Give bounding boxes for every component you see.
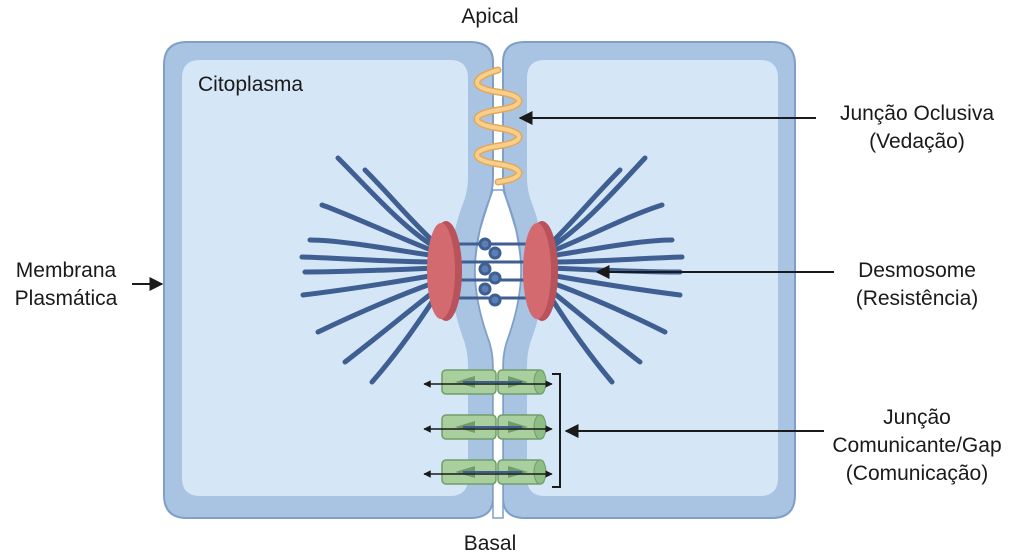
desmosome-cadherins bbox=[458, 237, 528, 307]
label-membrana-line2: Plasmática bbox=[14, 287, 118, 310]
label-juncao-oclusiva-line1: Junção Oclusiva bbox=[839, 102, 995, 125]
label-basal: Basal bbox=[463, 532, 517, 555]
tight-junction bbox=[473, 66, 523, 186]
left-filaments bbox=[299, 155, 439, 385]
left-cell bbox=[163, 41, 494, 519]
desmosome-plaque-right bbox=[523, 221, 558, 321]
label-membrana-line1: Membrana bbox=[15, 259, 117, 282]
label-juncao-gap: Junção Comunicante/Gap (Comunicação) bbox=[812, 404, 1022, 488]
gap-bracket bbox=[552, 373, 561, 488]
label-juncao-oclusiva-line2: (Vedação) bbox=[869, 130, 965, 153]
right-cell bbox=[502, 41, 796, 519]
gap-junctions bbox=[423, 369, 561, 488]
label-desmosome-line1: Desmosome bbox=[858, 259, 976, 282]
label-juncao-gap-line3: (Comunicação) bbox=[845, 462, 989, 485]
gap-junction-1 bbox=[441, 369, 547, 395]
gap-junction-2 bbox=[441, 414, 547, 440]
left-cytoplasm bbox=[182, 60, 468, 496]
desmosome-plaque-left bbox=[427, 221, 462, 321]
label-membrana: Membrana Plasmática bbox=[2, 257, 130, 313]
label-juncao-gap-line1: Junção bbox=[883, 406, 951, 429]
label-apical: Apical bbox=[461, 5, 519, 28]
right-filaments bbox=[547, 155, 685, 385]
label-citoplasma: Citoplasma bbox=[198, 73, 304, 96]
label-juncao-gap-line2: Comunicante/Gap bbox=[832, 434, 1002, 457]
label-juncao-oclusiva: Junção Oclusiva (Vedação) bbox=[812, 100, 1022, 156]
gap-junction-3 bbox=[441, 459, 547, 485]
label-desmosome: Desmosome (Resistência) bbox=[812, 257, 1022, 313]
right-cytoplasm bbox=[527, 60, 778, 496]
label-desmosome-line2: (Resistência) bbox=[855, 287, 979, 310]
